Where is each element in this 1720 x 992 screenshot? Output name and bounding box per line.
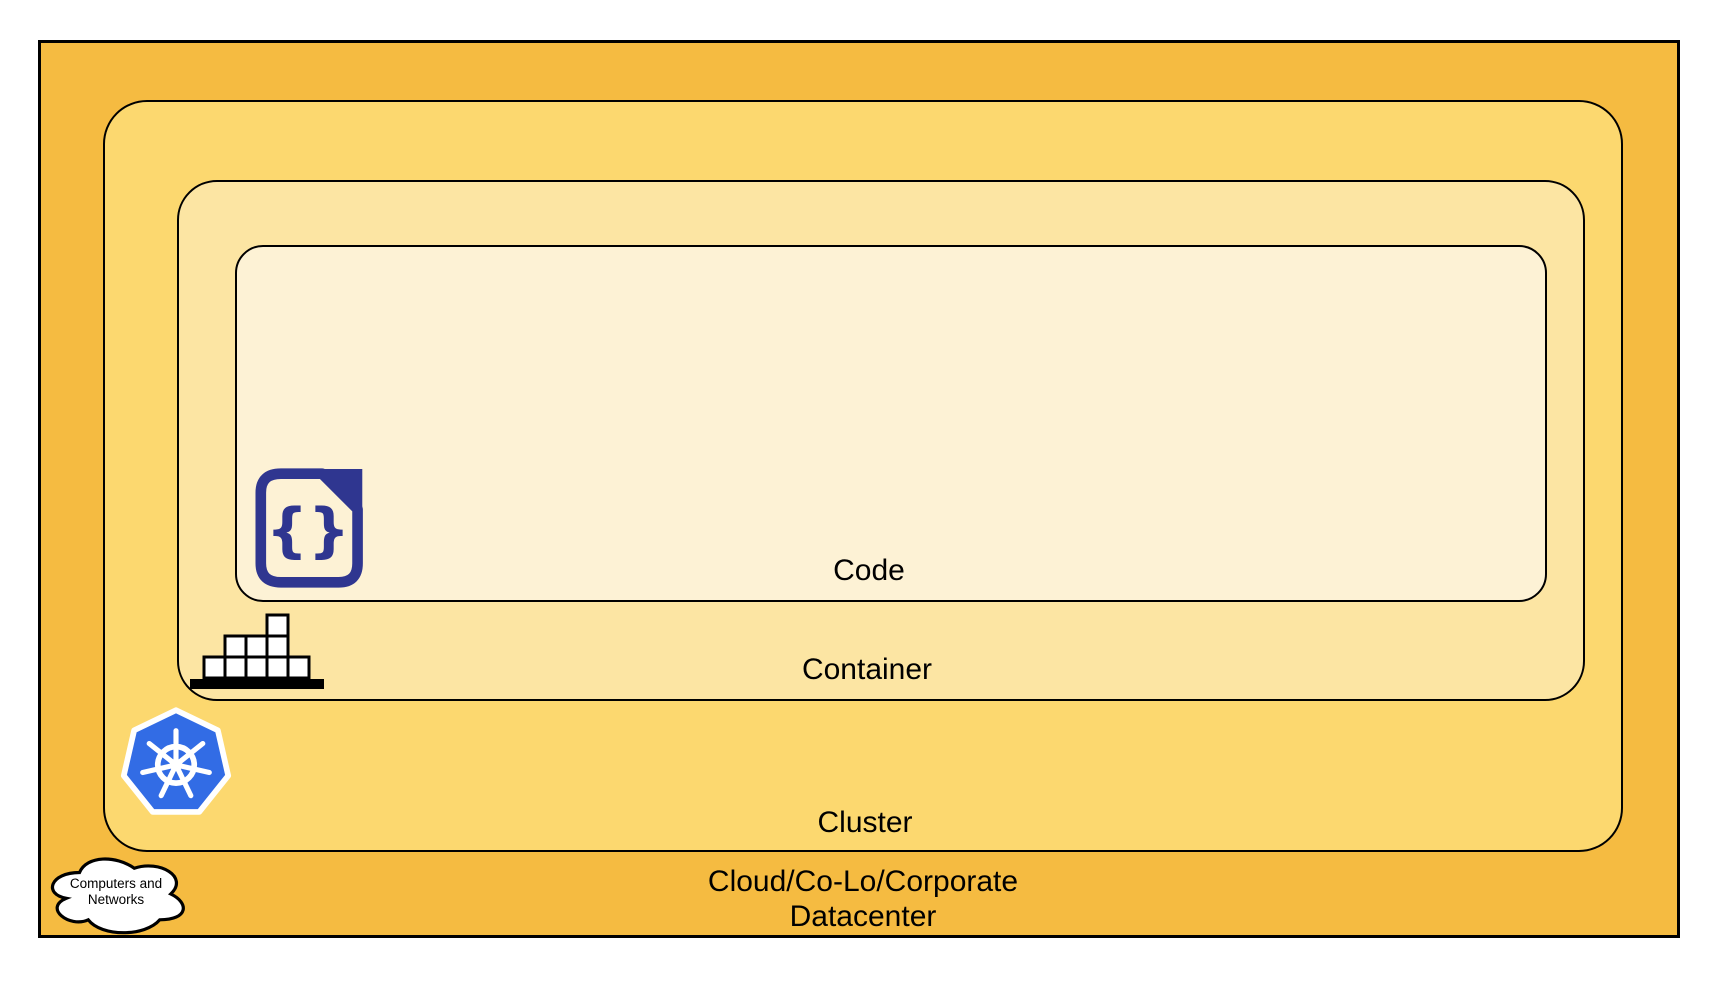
layer-box-cluster: {} Code (103, 100, 1623, 852)
layer-label-datacenter: Cloud/Co-Lo/Corporate Datacenter (707, 865, 1019, 933)
code-file-icon: {} (249, 462, 367, 594)
cloud-icon: Computers and Networks (43, 851, 189, 937)
layer-label-code: Code (833, 554, 905, 587)
layer-label-cluster: Cluster (817, 806, 913, 839)
cloud-callout-label: Computers and Networks (69, 876, 163, 907)
layer-box-container: {} Code (177, 180, 1585, 701)
kubernetes-icon (119, 701, 233, 831)
layer-box-datacenter: {} Code (38, 40, 1680, 938)
code-braces-glyph: {} (266, 495, 350, 564)
layer-box-code: {} Code (235, 245, 1547, 602)
container-stack-icon (190, 613, 324, 689)
layer-label-container: Container (801, 653, 933, 686)
